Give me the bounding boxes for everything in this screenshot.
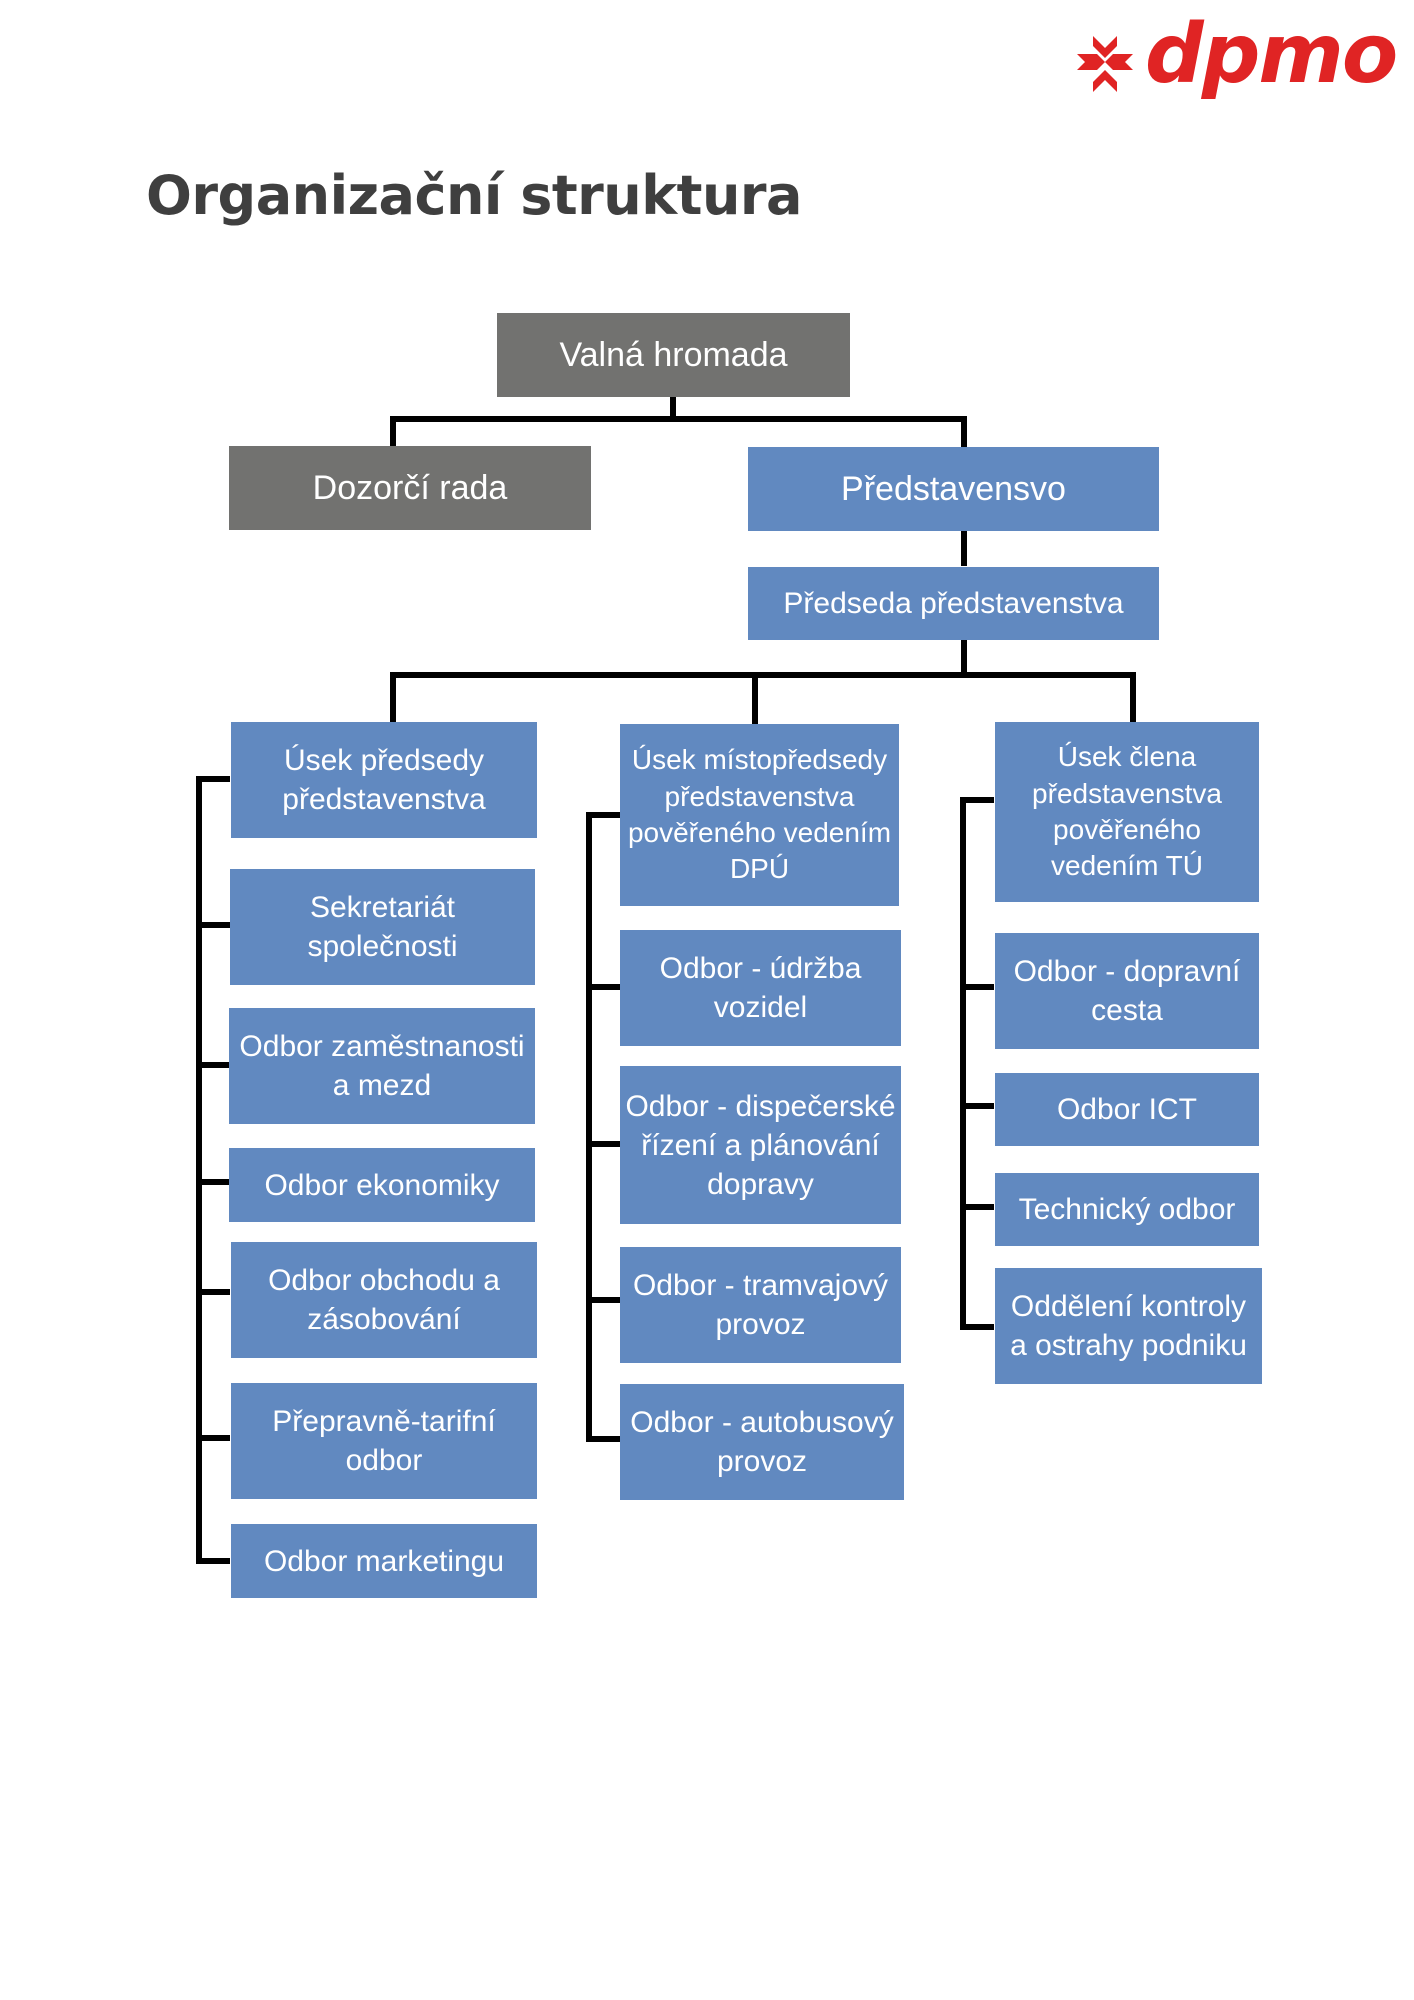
connector-line <box>586 812 592 1442</box>
unit-box: Oddělení kontroly a ostrahy podniku <box>995 1268 1262 1384</box>
unit-box: Odbor - dopravní cesta <box>995 933 1259 1049</box>
node-general-meeting: Valná hromada <box>497 313 850 397</box>
unit-box: Odbor obchodu a zásobování <box>231 1242 537 1358</box>
node-chairman: Předseda představenstva <box>748 567 1159 640</box>
connector-line <box>586 1297 620 1303</box>
connector-line <box>586 1436 620 1442</box>
connector-line <box>196 922 230 928</box>
node-board: Představensvo <box>748 447 1159 531</box>
connector-line <box>961 416 967 448</box>
unit-box: Odbor - autobusový provoz <box>620 1384 904 1500</box>
connector-line <box>752 672 758 724</box>
connector-line <box>390 416 967 422</box>
connector-line <box>670 396 676 420</box>
unit-box: Odbor marketingu <box>231 1524 537 1598</box>
unit-box: Odbor ICT <box>995 1073 1259 1146</box>
brand-name: dpmo <box>1145 7 1398 102</box>
connector-line <box>960 1324 994 1330</box>
node-supervisory-board: Dozorčí rada <box>229 446 591 530</box>
division-head: Úsek místopředsedy představenstva pověře… <box>620 724 899 906</box>
page-title: Organizační struktura <box>146 164 802 227</box>
division-head: Úsek předsedy představenstva <box>231 722 537 838</box>
division-head: Úsek člena představenstva pověřeného ved… <box>995 722 1259 902</box>
unit-box: Odbor - údržba vozidel <box>620 930 901 1046</box>
connector-line <box>196 1179 230 1185</box>
connector-line <box>196 1062 230 1068</box>
connector-line <box>196 776 230 782</box>
connector-line <box>586 984 620 990</box>
connector-line <box>960 797 994 803</box>
connector-line <box>960 797 966 1330</box>
connector-line <box>960 1103 994 1109</box>
dpmo-logo: dpmo <box>1075 14 1398 98</box>
connector-line <box>196 1558 230 1564</box>
unit-box: Odbor - dispečerské řízení a plánování d… <box>620 1066 901 1224</box>
connector-line <box>390 416 396 448</box>
connector-line <box>961 638 967 676</box>
connector-line <box>390 672 1136 678</box>
connector-line <box>196 776 202 1564</box>
unit-box: Odbor ekonomiky <box>229 1148 535 1222</box>
unit-box: Sekretariát společnosti <box>230 869 535 985</box>
connector-line <box>586 812 620 818</box>
connector-line <box>960 984 994 990</box>
connector-line <box>1130 672 1136 722</box>
unit-box: Odbor - tramvajový provoz <box>620 1247 901 1363</box>
connector-line <box>196 1435 230 1441</box>
unit-box: Technický odbor <box>995 1173 1259 1246</box>
connector-line <box>960 1204 994 1210</box>
connector-line <box>196 1289 230 1295</box>
unit-box: Odbor zaměstnanosti a mezd <box>229 1008 535 1124</box>
connector-line <box>586 1141 620 1147</box>
connector-line <box>961 528 967 566</box>
logo-mark-icon <box>1077 36 1133 92</box>
connector-line <box>390 672 396 722</box>
unit-box: Přepravně-tarifní odbor <box>231 1383 537 1499</box>
